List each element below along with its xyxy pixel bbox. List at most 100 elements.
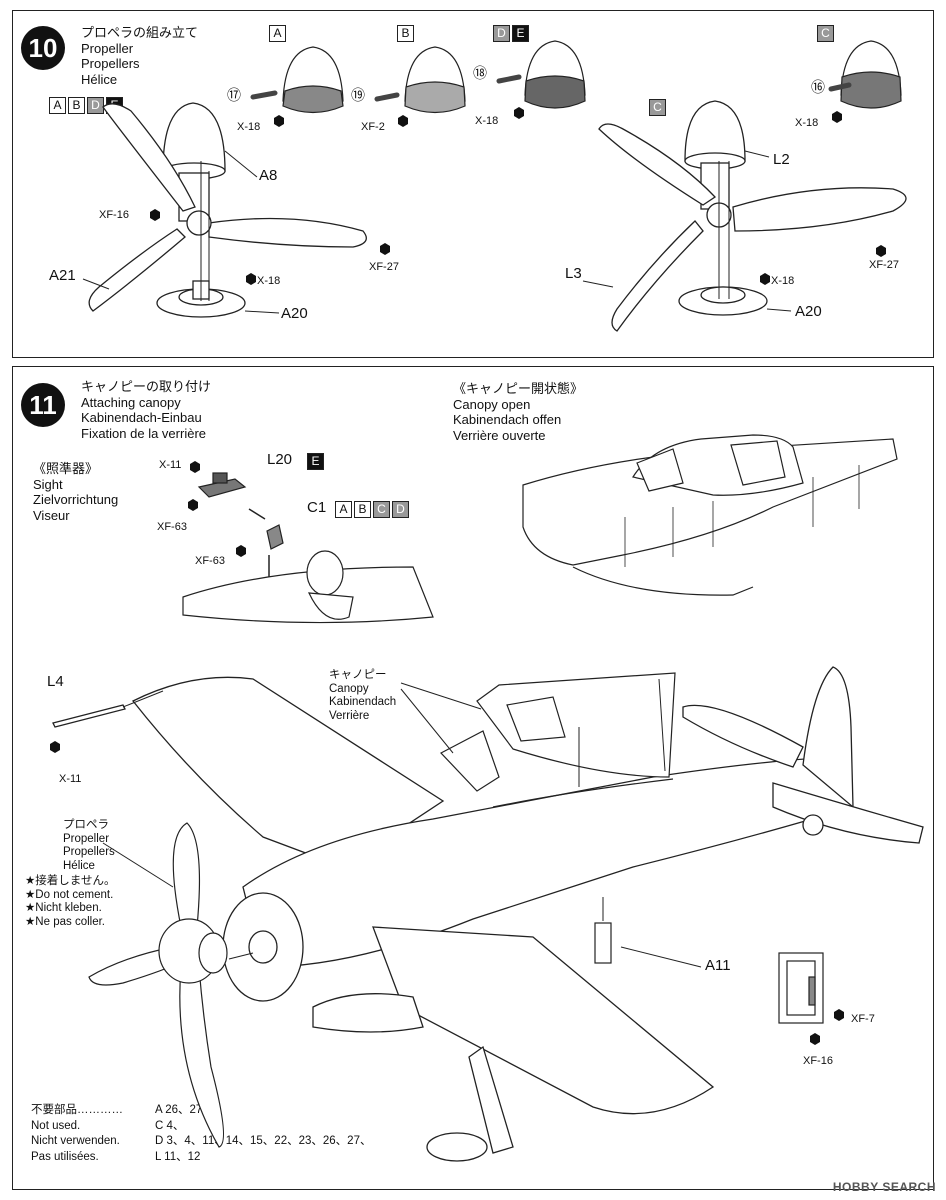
marking-18: ⑱	[473, 65, 487, 81]
part-c1: C1	[307, 499, 327, 516]
paint-xf27-right: XF-27	[869, 259, 899, 271]
variant-badge-a: A	[49, 97, 66, 115]
not-used-ja: 不要部品…………	[31, 1104, 123, 1116]
part-a8: A8	[259, 167, 278, 184]
sight-ja: 《照準器》	[33, 461, 99, 476]
part-a20-left: A20	[281, 305, 308, 322]
step-11-title-fr: Fixation de la verrière	[81, 425, 206, 441]
not-used-l: L 11、12	[155, 1150, 201, 1163]
step-11-title-en: Attaching canopy	[81, 394, 181, 410]
badge-e-sight: E	[307, 453, 324, 471]
part-l3: L3	[565, 265, 582, 282]
step-10-number: 10	[21, 26, 65, 70]
paint-xf16-left: XF-16	[99, 209, 129, 221]
paint-xf63-sight: XF-63	[157, 521, 187, 533]
paint-xf63-c1: XF-63	[195, 555, 225, 567]
sight-de: Zielvorrichtung	[33, 492, 119, 507]
canopy-label-en: Canopy	[329, 682, 369, 695]
step-10-panel: 10 プロペラの組み立て Propeller Propellers Hélice…	[12, 10, 934, 358]
propeller-note-fr: Hélice	[63, 859, 95, 872]
paint-spinner-a: X-18	[237, 121, 261, 133]
badge-d-sight: D	[392, 501, 409, 519]
badge-d: D	[493, 25, 510, 43]
paint-xf27-left: XF-27	[369, 261, 399, 273]
marking-17: ⑰	[227, 87, 241, 103]
badge-b-sight: B	[354, 501, 371, 519]
part-l2: L2	[773, 151, 790, 168]
watermark: HOBBY SEARCH	[832, 1180, 936, 1194]
paint-x11-sight: X-11	[159, 459, 182, 471]
canopy-open-en: Canopy open	[453, 396, 531, 412]
variant-badge-b: B	[68, 97, 85, 115]
propeller-note-ja: プロペラ	[63, 819, 109, 831]
step-10-title-fr: Hélice	[81, 71, 118, 87]
step-10-illustration	[82, 40, 907, 332]
step-11-title: キャノピーの取り付け Attaching canopy Kabinendach-…	[81, 379, 211, 441]
sight-fr: Viseur	[33, 507, 70, 523]
not-used-values: A 26、27、 C 4、 D 3、4、11、14、15、22、23、26、27…	[155, 1103, 371, 1165]
part-l20: L20	[267, 451, 293, 468]
paint-spinner-c: X-18	[795, 117, 819, 129]
right-assembly-badge: C	[649, 99, 668, 117]
sight-caption: 《照準器》 Sight Zielvorrichtung Viseur	[33, 461, 118, 523]
no-cement-en: ★Do not cement.	[25, 888, 114, 901]
marking-19: ⑲	[351, 87, 365, 103]
part-l4: L4	[47, 673, 64, 690]
canopy-open-fr: Verrière ouverte	[453, 427, 546, 443]
paint-xf7: XF-7	[851, 1013, 875, 1025]
canopy-open-ja: 《キャノピー開状態》	[453, 381, 584, 396]
not-used-fr: Pas utilisées.	[31, 1150, 99, 1163]
no-cement-note: ★接着しません。 ★Do not cement. ★Nicht kleben. …	[25, 875, 115, 929]
part-a21: A21	[49, 267, 76, 284]
badge-e: E	[512, 25, 529, 43]
spinner-variant-b-badge: B	[397, 25, 416, 43]
not-used-a: A 26、27、	[155, 1104, 214, 1116]
badge-c: C	[817, 25, 834, 43]
canopy-open-caption: 《キャノピー開状態》 Canopy open Kabinendach offen…	[453, 381, 583, 443]
no-cement-de: ★Nicht kleben.	[25, 902, 102, 914]
marking-16: ⑯	[811, 79, 825, 95]
variant-badge-d: D	[87, 97, 104, 115]
no-cement-fr: ★Ne pas coller.	[25, 915, 105, 928]
step-11-illustration	[50, 434, 924, 1162]
not-used-labels: 不要部品………… Not used. Nicht verwenden. Pas …	[31, 1103, 123, 1165]
paint-spinner-de: X-18	[475, 115, 499, 127]
propeller-note: プロペラ Propeller Propellers Hélice	[63, 819, 115, 873]
step-11-title-ja: キャノピーの取り付け	[81, 379, 212, 394]
not-used-en: Not used.	[31, 1119, 81, 1132]
paint-xf16-step: XF-16	[803, 1055, 833, 1067]
canopy-label: キャノピー Canopy Kabinendach Verrière	[329, 669, 396, 723]
paint-spinner-b: XF-2	[361, 121, 385, 133]
canopy-label-ja: キャノピー	[329, 669, 387, 681]
step-10-title-de: Propellers	[81, 56, 140, 71]
propeller-note-de: Propellers	[63, 846, 115, 858]
step-11-panel: 11 キャノピーの取り付け Attaching canopy Kabinenda…	[12, 366, 934, 1190]
paint-x18-left-hub: X-18	[257, 275, 281, 287]
not-used-de: Nicht verwenden.	[31, 1135, 120, 1147]
canopy-label-de: Kabinendach	[329, 696, 397, 708]
step-10-title: プロペラの組み立て Propeller Propellers Hélice	[81, 25, 198, 87]
not-used-c: C 4、	[155, 1119, 185, 1132]
paint-x18-right-hub: X-18	[771, 275, 795, 287]
badge-b: B	[397, 25, 414, 43]
canopy-label-fr: Verrière	[329, 709, 370, 722]
step-10-title-en: Propeller	[81, 40, 134, 56]
badge-c-right: C	[649, 99, 666, 117]
step-10-title-ja: プロペラの組み立て	[81, 25, 199, 40]
step-11-number: 11	[21, 383, 65, 427]
step-11-title-de: Kabinendach-Einbau	[81, 410, 202, 425]
badge-c-sight: C	[373, 501, 390, 519]
not-used-d: D 3、4、11、14、15、22、23、26、27、	[155, 1135, 372, 1147]
paint-x11-antenna: X-11	[59, 773, 82, 785]
l20-badge: E	[307, 453, 326, 471]
part-a11: A11	[705, 957, 731, 974]
badge-a-sight: A	[335, 501, 352, 519]
spinner-variant-c-badge: C	[817, 25, 836, 43]
spinner-variant-a-badge: A	[269, 25, 288, 43]
badge-a: A	[269, 25, 286, 43]
part-a20-right: A20	[795, 303, 822, 320]
no-cement-ja: ★接着しません。	[25, 875, 116, 887]
propeller-note-en: Propeller	[63, 832, 110, 845]
